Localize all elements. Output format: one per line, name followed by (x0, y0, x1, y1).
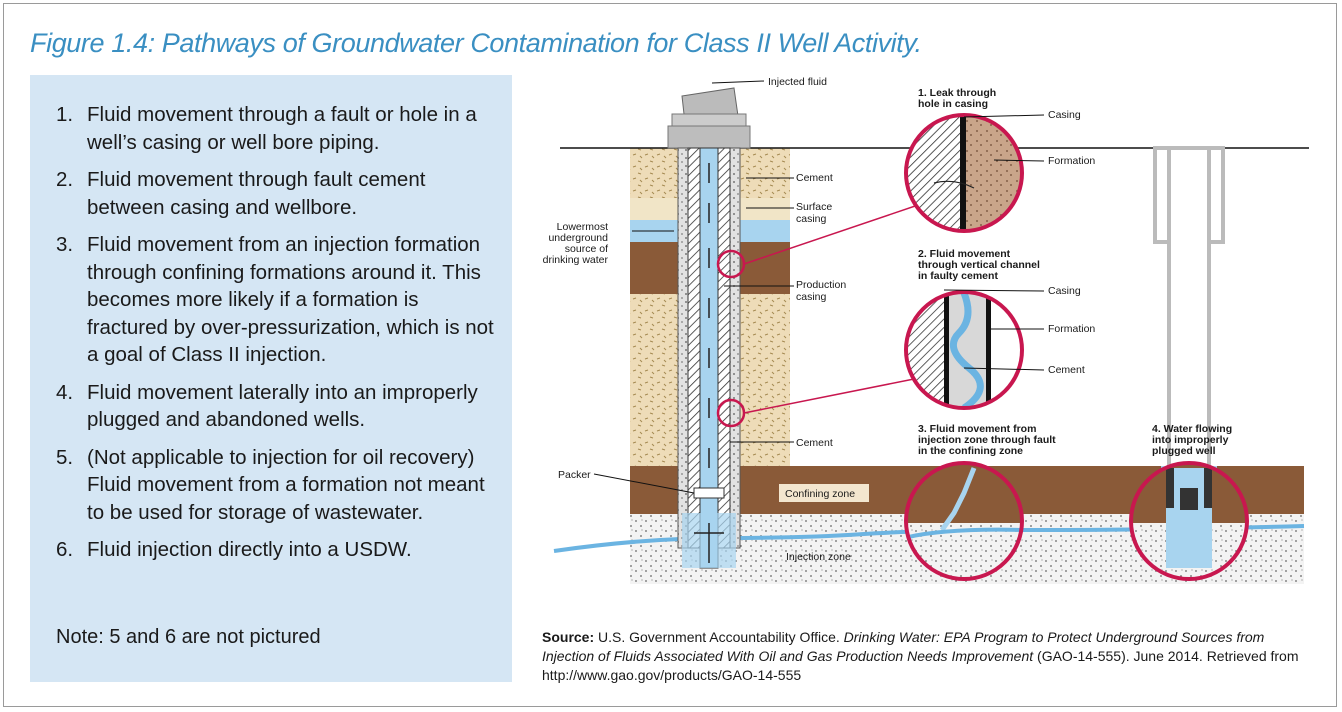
circle-4-title-2: into improperly (1152, 434, 1229, 446)
production-casing-label: Production (796, 279, 846, 291)
source-publication: Drinking Water: EPA Program to Protect U… (542, 629, 1265, 664)
list-item: 4. Fluid movement laterally into an impro… (56, 379, 496, 434)
injected-fluid-label: Injected fluid (768, 76, 827, 88)
confining-zone-box (779, 484, 869, 502)
diagram-labels: Injected fluid Cement Surface casing Low… (543, 76, 1233, 563)
list-item-text: (Not applicable to injection for oil rec… (87, 445, 485, 524)
source-label: Source: (542, 629, 595, 645)
circle-3-title-3: in the confining zone (918, 445, 1023, 457)
circle-4-title: 4. Water flowing (1152, 423, 1232, 435)
list-item-number: 4. (56, 380, 74, 404)
cement-bottom-label: Cement (796, 437, 833, 449)
usdw-label-4: drinking water (543, 254, 609, 266)
usdw-label-2: underground (548, 232, 608, 244)
circle-1-formation-label: Formation (1048, 155, 1095, 167)
confining-zone-label: Confining zone (785, 488, 855, 500)
list-item-text: Fluid movement from an injection formati… (87, 233, 494, 366)
circle-2-formation-label: Formation (1048, 323, 1095, 335)
circle-2-cement-label: Cement (1048, 364, 1085, 376)
callout-line-1 (743, 202, 925, 265)
note-text: Note: 5 and 6 are not pictured (56, 626, 321, 648)
source-citation: Source: U.S. Government Accountability O… (542, 628, 1317, 685)
usdw-label-1: Lowermost (557, 221, 608, 233)
pathway-list-panel: 1. Fluid movement through a fault or hole… (30, 75, 512, 682)
cement-top-label: Cement (796, 172, 833, 184)
circle-2-title: 2. Fluid movement (918, 248, 1011, 260)
list-item: 5. (Not applicable to injection for oil r… (56, 444, 496, 527)
list-item: 6. Fluid injection directly into a USDW. (56, 536, 496, 564)
list-item-number: 3. (56, 233, 74, 256)
circle-4-title-3: plugged well (1152, 445, 1216, 457)
leader-lines (593, 80, 1045, 494)
list-item-text: Fluid movement through a fault or hole i… (87, 103, 477, 154)
detail-circle-1 (904, 113, 1024, 233)
list-item: 2. Fluid movement through fault cement be… (56, 166, 496, 221)
circle-2-title-2: through vertical channel (918, 259, 1040, 271)
list-item-text: Fluid movement laterally into an imprope… (87, 380, 478, 432)
usdw-label-3: source of (565, 243, 608, 255)
main-well (667, 87, 751, 569)
well-diagram: Injected fluid Cement Surface casing Low… (543, 76, 1309, 584)
production-casing-label-2: casing (796, 291, 827, 303)
list-item-number: 2. (56, 168, 74, 191)
surface-casing-label-2: casing (796, 213, 827, 225)
detail-circle-2 (904, 290, 1024, 410)
circle-1-casing-label: Casing (1048, 109, 1081, 121)
circle-3-title: 3. Fluid movement from (918, 423, 1036, 435)
packer-label: Packer (558, 469, 591, 481)
list-item-number: 5. (56, 445, 74, 469)
circle-1-title: 1. Leak through (918, 87, 996, 99)
figure-frame: Figure 1.4: Pathways of Groundwater Cont… (3, 3, 1337, 707)
callout-line-2 (743, 377, 920, 414)
source-rest: (GAO-14-555). June 2014. Retrieved from … (542, 648, 1299, 683)
circle-2-title-3: in faulty cement (918, 270, 998, 282)
source-org: U.S. Government Accountability Office. (594, 629, 844, 645)
list-item-text: Fluid injection directly into a USDW. (87, 538, 412, 561)
list-item: 1. Fluid movement through a fault or hole… (56, 101, 496, 156)
list-item-number: 6. (56, 538, 74, 561)
figure-title: Figure 1.4: Pathways of Groundwater Cont… (30, 28, 922, 58)
circle-1-title-2: hole in casing (918, 98, 988, 110)
pathway-list: 1. Fluid movement through a fault or hole… (56, 101, 496, 574)
list-item-number: 1. (56, 103, 74, 126)
circle-3-title-2: injection zone through fault (918, 434, 1056, 446)
injection-zone-label: Injection zone (786, 551, 851, 563)
list-item-text: Fluid movement through fault cement betw… (87, 168, 426, 219)
circle-2-casing-label: Casing (1048, 285, 1081, 297)
list-item: 3. Fluid movement from an injection forma… (56, 231, 496, 369)
surface-casing-label: Surface (796, 201, 832, 213)
